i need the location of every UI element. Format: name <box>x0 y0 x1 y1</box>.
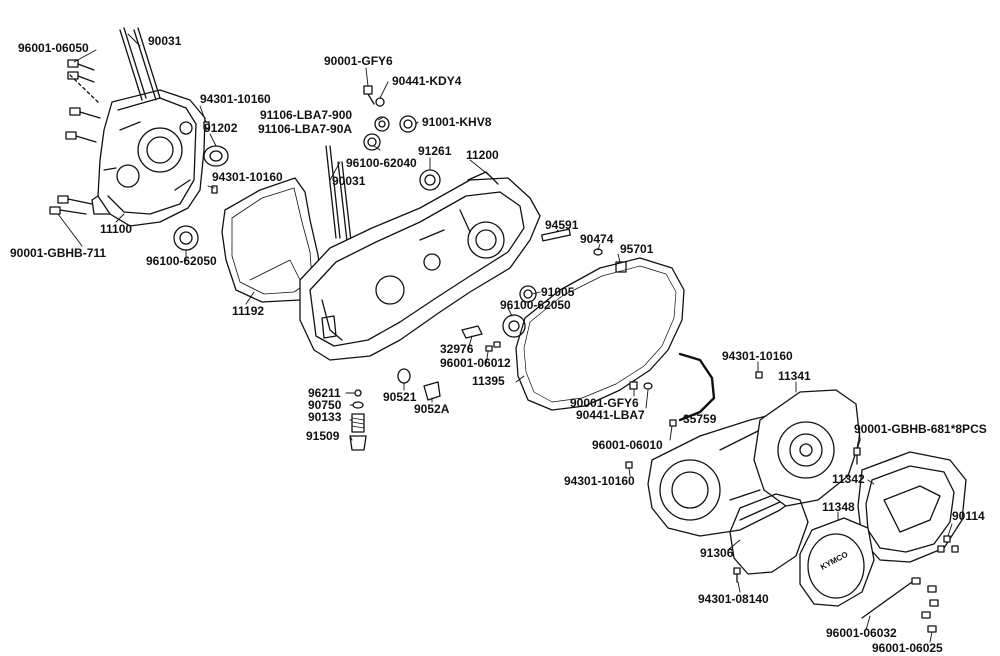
label-9052a: 9052A <box>414 402 450 416</box>
label-90031: 90031 <box>148 34 182 48</box>
drain-bolt-91509 <box>349 435 367 451</box>
label-11348: 11348 <box>822 500 855 514</box>
bolt-96001-06012 <box>485 345 493 352</box>
gasket-91306 <box>729 493 809 575</box>
label-11192: 11192 <box>232 304 265 318</box>
bolt-90114 <box>943 535 951 543</box>
right-crankcase-half <box>299 171 541 361</box>
seal-91001-khv8 <box>399 115 417 133</box>
label-95701: 95701 <box>620 242 654 256</box>
hose-35759 <box>678 352 716 422</box>
label-96001-06050: 96001-06050 <box>18 41 89 55</box>
label-90750: 90750 <box>308 398 342 412</box>
washer-90750 <box>352 401 364 409</box>
bolt-90001-gfy6-b <box>629 381 638 390</box>
label-90001-gbhb-711: 90001-GBHB-711 <box>10 246 107 260</box>
bolts-90001-gbhb-711 <box>49 195 93 215</box>
bearing-91005 <box>519 285 537 303</box>
bearing-96100-62040 <box>363 133 381 151</box>
label-11341: 11341 <box>778 369 811 383</box>
oil-seal-91202 <box>203 145 229 167</box>
label-11200: 11200 <box>466 148 499 162</box>
label-90521: 90521 <box>383 390 417 404</box>
cover-11348 <box>799 517 875 607</box>
oring-96211 <box>354 389 362 397</box>
label-94301-10160-b: 94301-10160 <box>212 170 283 184</box>
oil-seal-91261 <box>419 169 441 191</box>
bolts-96001-06050 <box>65 59 101 143</box>
label-91202: 91202 <box>204 121 238 135</box>
label-91005: 91005 <box>541 285 575 299</box>
label-11100: 11100 <box>100 222 133 236</box>
dowel-pin <box>211 185 218 194</box>
bolts-96001-06032 <box>861 577 939 633</box>
seal-91106-lba7 <box>374 116 390 132</box>
label-96100-62040: 96100-62040 <box>346 156 417 170</box>
oring-90521 <box>397 368 411 384</box>
pin-94301-10160-c <box>625 461 633 469</box>
label-90441-kdy4: 90441-KDY4 <box>392 74 462 88</box>
label-90001-gfy6: 90001-GFY6 <box>324 54 393 68</box>
pin-94301-08140 <box>733 567 741 575</box>
label-96001-06025: 96001-06025 <box>872 641 943 655</box>
label-96100-62050: 96100-62050 <box>146 254 217 268</box>
outer-cover-11342 <box>857 451 967 563</box>
washer-90441-kdy4 <box>375 97 385 107</box>
label-90114: 90114 <box>952 509 985 523</box>
stud-bolts-left <box>119 27 161 101</box>
left-crankcase-half <box>91 89 206 227</box>
bearing-96100-62050-right <box>502 314 526 338</box>
label-11395: 11395 <box>472 374 505 388</box>
dowel-pin <box>203 121 210 130</box>
label-91261: 91261 <box>418 144 452 158</box>
label-90001-gfy6-b: 90001-GFY6 <box>570 396 639 410</box>
cover-11341 <box>753 389 861 507</box>
bolt-90001-gbhb-681 <box>853 447 861 456</box>
bolt-90001-gfy6 <box>363 85 373 95</box>
label-94301-10160: 94301-10160 <box>200 92 271 106</box>
label-32976: 32976 <box>440 342 474 356</box>
stud-bolts-middle <box>325 145 353 251</box>
label-91106-lba7-90a: 91106-LBA7-90A <box>258 122 353 136</box>
washer-90441-lba7 <box>643 382 653 390</box>
label-35759: 35759 <box>683 412 717 426</box>
label-90441-lba7: 90441-LBA7 <box>576 408 645 422</box>
bearing-96100-62050 <box>173 225 199 251</box>
label-96001-06012: 96001-06012 <box>440 356 511 370</box>
plug-9052a <box>423 381 441 401</box>
label-96001-06032: 96001-06032 <box>826 626 897 640</box>
label-90031-b: 90031 <box>332 174 366 188</box>
plate-94591 <box>541 228 571 242</box>
label-96211: 96211 <box>308 386 341 400</box>
label-91001-khv8: 91001-KHV8 <box>422 115 492 129</box>
label-96100-62050-b: 96100-62050 <box>500 298 571 312</box>
label-94591: 94591 <box>545 218 579 232</box>
label-94301-10160-d: 94301-10160 <box>564 474 635 488</box>
label-91509: 91509 <box>306 429 340 443</box>
label-94301-10160-c: 94301-10160 <box>722 349 793 363</box>
label-90133: 90133 <box>308 410 342 424</box>
label-11342: 11342 <box>832 472 865 486</box>
label-91306: 91306 <box>700 546 734 560</box>
label-90001-gbhb-681-8pcs: 90001-GBHB-681*8PCS <box>854 422 987 436</box>
bolt-96001-06010 <box>669 419 677 427</box>
bolt-95701 <box>615 261 627 273</box>
pin-94301-10160-b <box>755 371 763 379</box>
label-91106-lba7-900: 91106-LBA7-900 <box>260 108 353 122</box>
label-96001-06010: 96001-06010 <box>592 438 663 452</box>
leader-lines <box>57 33 953 643</box>
gasket-11395 <box>515 257 685 411</box>
label-90474: 90474 <box>580 232 614 246</box>
label-94301-08140: 94301-08140 <box>698 592 769 606</box>
clip-32976 <box>461 325 483 339</box>
